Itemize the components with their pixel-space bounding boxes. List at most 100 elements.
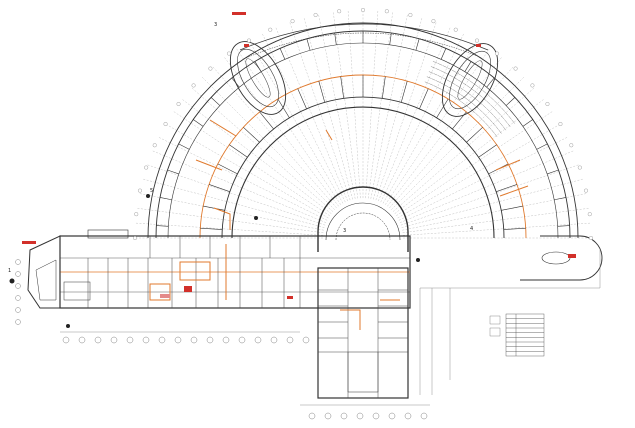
central-dome-hall (317, 186, 409, 252)
radial-marker (268, 27, 273, 32)
radial-grid-line (402, 208, 590, 233)
marker-right-label: 4 (470, 226, 473, 232)
axis-bubble (238, 336, 246, 344)
dimension-lines (60, 250, 601, 406)
seat-row (489, 119, 493, 123)
ring-divider (159, 197, 172, 201)
ring-divider (486, 77, 495, 88)
ring-divider (297, 88, 307, 109)
seat-row (486, 115, 490, 120)
ring-divider (501, 205, 523, 211)
seat-row (478, 86, 483, 91)
radial-grid-line (387, 57, 502, 207)
radial-marker (208, 66, 213, 71)
ring-divider (306, 38, 311, 51)
radial-marker (163, 122, 168, 126)
radial-marker (431, 19, 436, 24)
ring-divider (167, 169, 179, 175)
seat-row (471, 95, 476, 99)
radial-marker (569, 143, 574, 148)
south-wing-outline (317, 267, 409, 399)
radial-marker (589, 236, 593, 240)
axis-bubble (15, 259, 21, 265)
seat-row (482, 97, 487, 101)
axis-bubble (15, 307, 21, 313)
radial-marker (545, 102, 550, 106)
seat-row (478, 116, 483, 120)
radial-grid-line (399, 150, 574, 223)
seat-row (489, 111, 494, 116)
seat-row (468, 107, 472, 111)
radial-grid-line (382, 40, 478, 204)
seat-row (459, 87, 464, 90)
seat-row (492, 122, 496, 127)
radial-grid-line (158, 137, 328, 221)
radial-grid-line (375, 22, 437, 201)
radial-marker (558, 122, 563, 126)
ring-divider (178, 143, 190, 150)
ring-divider (400, 81, 408, 103)
radial-grid-line (365, 10, 379, 199)
seat-row (464, 97, 469, 100)
seat-row (507, 123, 511, 127)
axis-bubble (15, 295, 21, 301)
radial-grid-line (135, 222, 324, 236)
seat-row (495, 126, 499, 130)
seat-row (504, 111, 509, 116)
seat-row (433, 73, 438, 76)
radial-marker (227, 51, 231, 56)
seat-row (482, 90, 487, 94)
axis-bubble (254, 336, 262, 344)
axis-bubble (302, 336, 310, 344)
seat-row (490, 96, 494, 101)
radial-grid-line (397, 123, 561, 219)
axis-bubble (15, 271, 21, 277)
main-wing (59, 235, 411, 309)
ring-divider (436, 98, 449, 118)
ring-divider (217, 163, 238, 175)
radial-grid-line (368, 11, 393, 199)
axis-bubble (222, 336, 230, 344)
radial-marker (587, 212, 592, 217)
axis-bubble (126, 336, 134, 344)
south-wing (317, 267, 409, 399)
ring-divider (464, 61, 472, 72)
main-wing-room-walls (87, 236, 301, 308)
outer-arc-wall (147, 22, 579, 239)
radial-grid-line (182, 99, 332, 214)
seat-row (428, 71, 434, 74)
radial-grid-line (400, 164, 579, 226)
section-markers (9, 194, 420, 328)
axis-bubble (158, 336, 166, 344)
axis-bubble (270, 336, 278, 344)
seat-row (494, 133, 498, 137)
seat-row (449, 93, 454, 97)
radial-marker (361, 8, 365, 12)
east-rotunda (520, 235, 603, 281)
axis-bubble (308, 412, 316, 420)
axis-bubble (286, 336, 294, 344)
radial-marker (495, 51, 499, 56)
seat-row (435, 68, 440, 71)
radial-grid-line (289, 22, 351, 201)
seat-row (490, 104, 494, 108)
ring-room-dividers (156, 31, 570, 230)
seat-row (500, 115, 505, 120)
seat-row (437, 63, 443, 66)
seat-row (493, 107, 498, 112)
ring-divider (193, 119, 204, 127)
seat-row (452, 89, 457, 92)
seat-row (458, 79, 463, 83)
ring-divider (382, 76, 386, 99)
seat-row (445, 91, 450, 95)
seat-row (469, 80, 474, 84)
ring-divider (389, 32, 392, 45)
radial-axis-markers (133, 8, 593, 240)
seat-row (453, 96, 458, 99)
seat-row (424, 81, 429, 84)
accent-partitions (149, 119, 529, 330)
ring-divider (340, 76, 344, 99)
ring-divider (210, 97, 221, 106)
seat-row (497, 104, 502, 108)
